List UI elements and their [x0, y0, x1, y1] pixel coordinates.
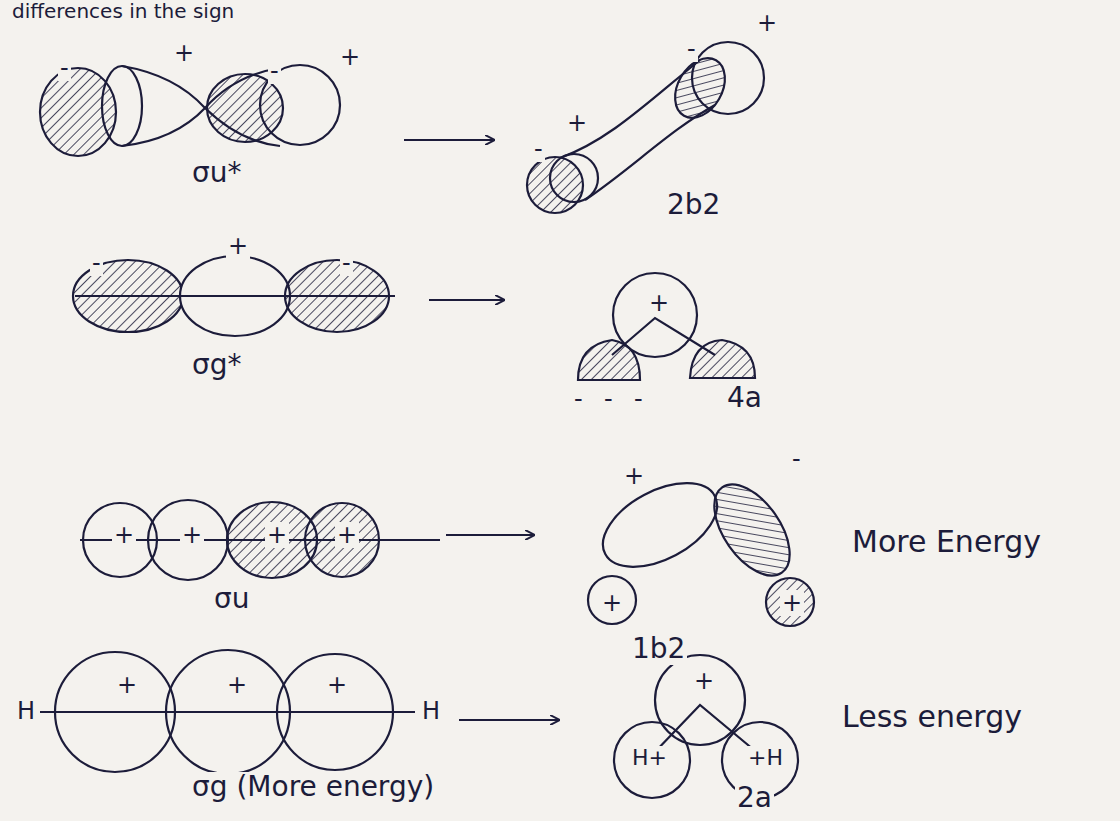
orbital-label: 2b2	[665, 190, 722, 221]
phase-sign: -	[268, 58, 281, 84]
b2-bent-orbital-part	[585, 105, 715, 200]
phase-sign: +	[226, 233, 250, 259]
phase-sign: +	[180, 522, 204, 548]
sigma-u-linear-part	[227, 502, 317, 578]
b2-bent-orbital-low-part	[699, 471, 805, 588]
art-part	[40, 42, 814, 798]
b2-bent-orbital	[527, 42, 764, 213]
orbital-label: 2a	[735, 783, 774, 814]
orbital-label: σu*	[190, 158, 244, 189]
sigma-u-linear-part	[148, 500, 228, 580]
correlation-arrow	[446, 534, 534, 536]
sigma-g-linear-part	[40, 711, 415, 713]
b2-bent-orbital-low	[588, 466, 814, 626]
orbital-node: σu	[80, 470, 442, 630]
orbital-label: σg*	[190, 350, 244, 381]
sigma-u-star-linear	[40, 65, 340, 156]
phase-sign: +	[172, 40, 196, 66]
sigma-g-star-linear-part	[285, 260, 389, 332]
orbital-label: σu	[212, 584, 252, 615]
phase-sign: +	[755, 10, 779, 36]
orbital-label: 4a	[725, 383, 764, 414]
phase-sign: +H	[746, 746, 785, 770]
phase-sign: -	[685, 36, 698, 62]
sigma-u-linear-part	[83, 503, 157, 577]
sigma-g-linear-part	[277, 654, 393, 770]
phase-sign: +	[112, 522, 136, 548]
b2-bent-orbital-low-part	[588, 576, 636, 624]
sigma-u-star-linear-part	[102, 66, 142, 146]
sigma-u-linear-part	[305, 503, 379, 577]
phase-sign: +	[692, 668, 716, 694]
correlation-arrow	[459, 719, 559, 721]
orbital-label: 1b2	[630, 634, 687, 665]
phase-sign: -	[602, 386, 615, 412]
phase-sign: H	[15, 698, 37, 724]
phase-sign: +	[225, 672, 249, 698]
orbital-node: σg (More energy)	[15, 645, 455, 817]
phase-sign: -	[90, 250, 103, 276]
orbital-label: σg (More energy)	[190, 772, 436, 803]
b2-bent-orbital-part	[692, 42, 764, 114]
phase-sign: +	[335, 522, 359, 548]
phase-sign: +	[780, 590, 804, 616]
b2-bent-orbital-part	[527, 157, 583, 213]
sigma-g-linear-part	[55, 652, 175, 772]
a-bent-orbital-part	[578, 340, 640, 380]
correlation-arrow	[404, 139, 494, 141]
note-text: differences in the sign	[10, 0, 236, 22]
phase-sign: -	[532, 136, 545, 162]
sigma-g-linear-part	[166, 650, 290, 774]
sigma-u-star-linear-part	[40, 68, 116, 156]
sigma-u-star-linear-part	[122, 66, 205, 146]
phase-sign: -	[58, 55, 71, 81]
orbital-node: 2a	[565, 650, 815, 818]
note-text: More Energy	[850, 525, 1043, 558]
phase-sign: +	[338, 44, 362, 70]
phase-sign: H	[420, 698, 442, 724]
b2-bent-orbital-low-part	[589, 466, 730, 584]
phase-sign: +	[325, 672, 349, 698]
b2-bent-orbital-low-part	[766, 578, 814, 626]
phase-sign: +	[565, 110, 589, 136]
phase-sign: -	[340, 250, 353, 276]
phase-sign: +	[622, 463, 646, 489]
orbital-node: 1b2	[540, 440, 830, 675]
phase-sign: H+	[630, 746, 669, 770]
phase-sign: +	[600, 590, 624, 616]
correlation-arrow	[429, 299, 504, 301]
phase-sign: +	[265, 522, 289, 548]
a-bent-orbital-part	[612, 318, 715, 355]
a-bent-orbital	[578, 273, 755, 380]
phase-sign: -	[790, 446, 803, 472]
phase-sign: -	[632, 386, 645, 412]
orbital-node: 2b2	[500, 10, 800, 235]
phase-sign: -	[572, 386, 585, 412]
b2-bent-orbital-part	[665, 49, 735, 126]
phase-sign: +	[647, 290, 671, 316]
a-bent-orbital-low	[614, 655, 798, 798]
sigma-g-star-linear-part	[180, 295, 290, 297]
sigma-g-linear	[40, 650, 415, 774]
sigma-u-linear	[80, 500, 440, 580]
note-text: Less energy	[840, 700, 1024, 733]
a-bent-orbital-low-part	[614, 722, 690, 798]
sigma-g-star-linear-part	[180, 256, 290, 336]
phase-sign: +	[115, 672, 139, 698]
